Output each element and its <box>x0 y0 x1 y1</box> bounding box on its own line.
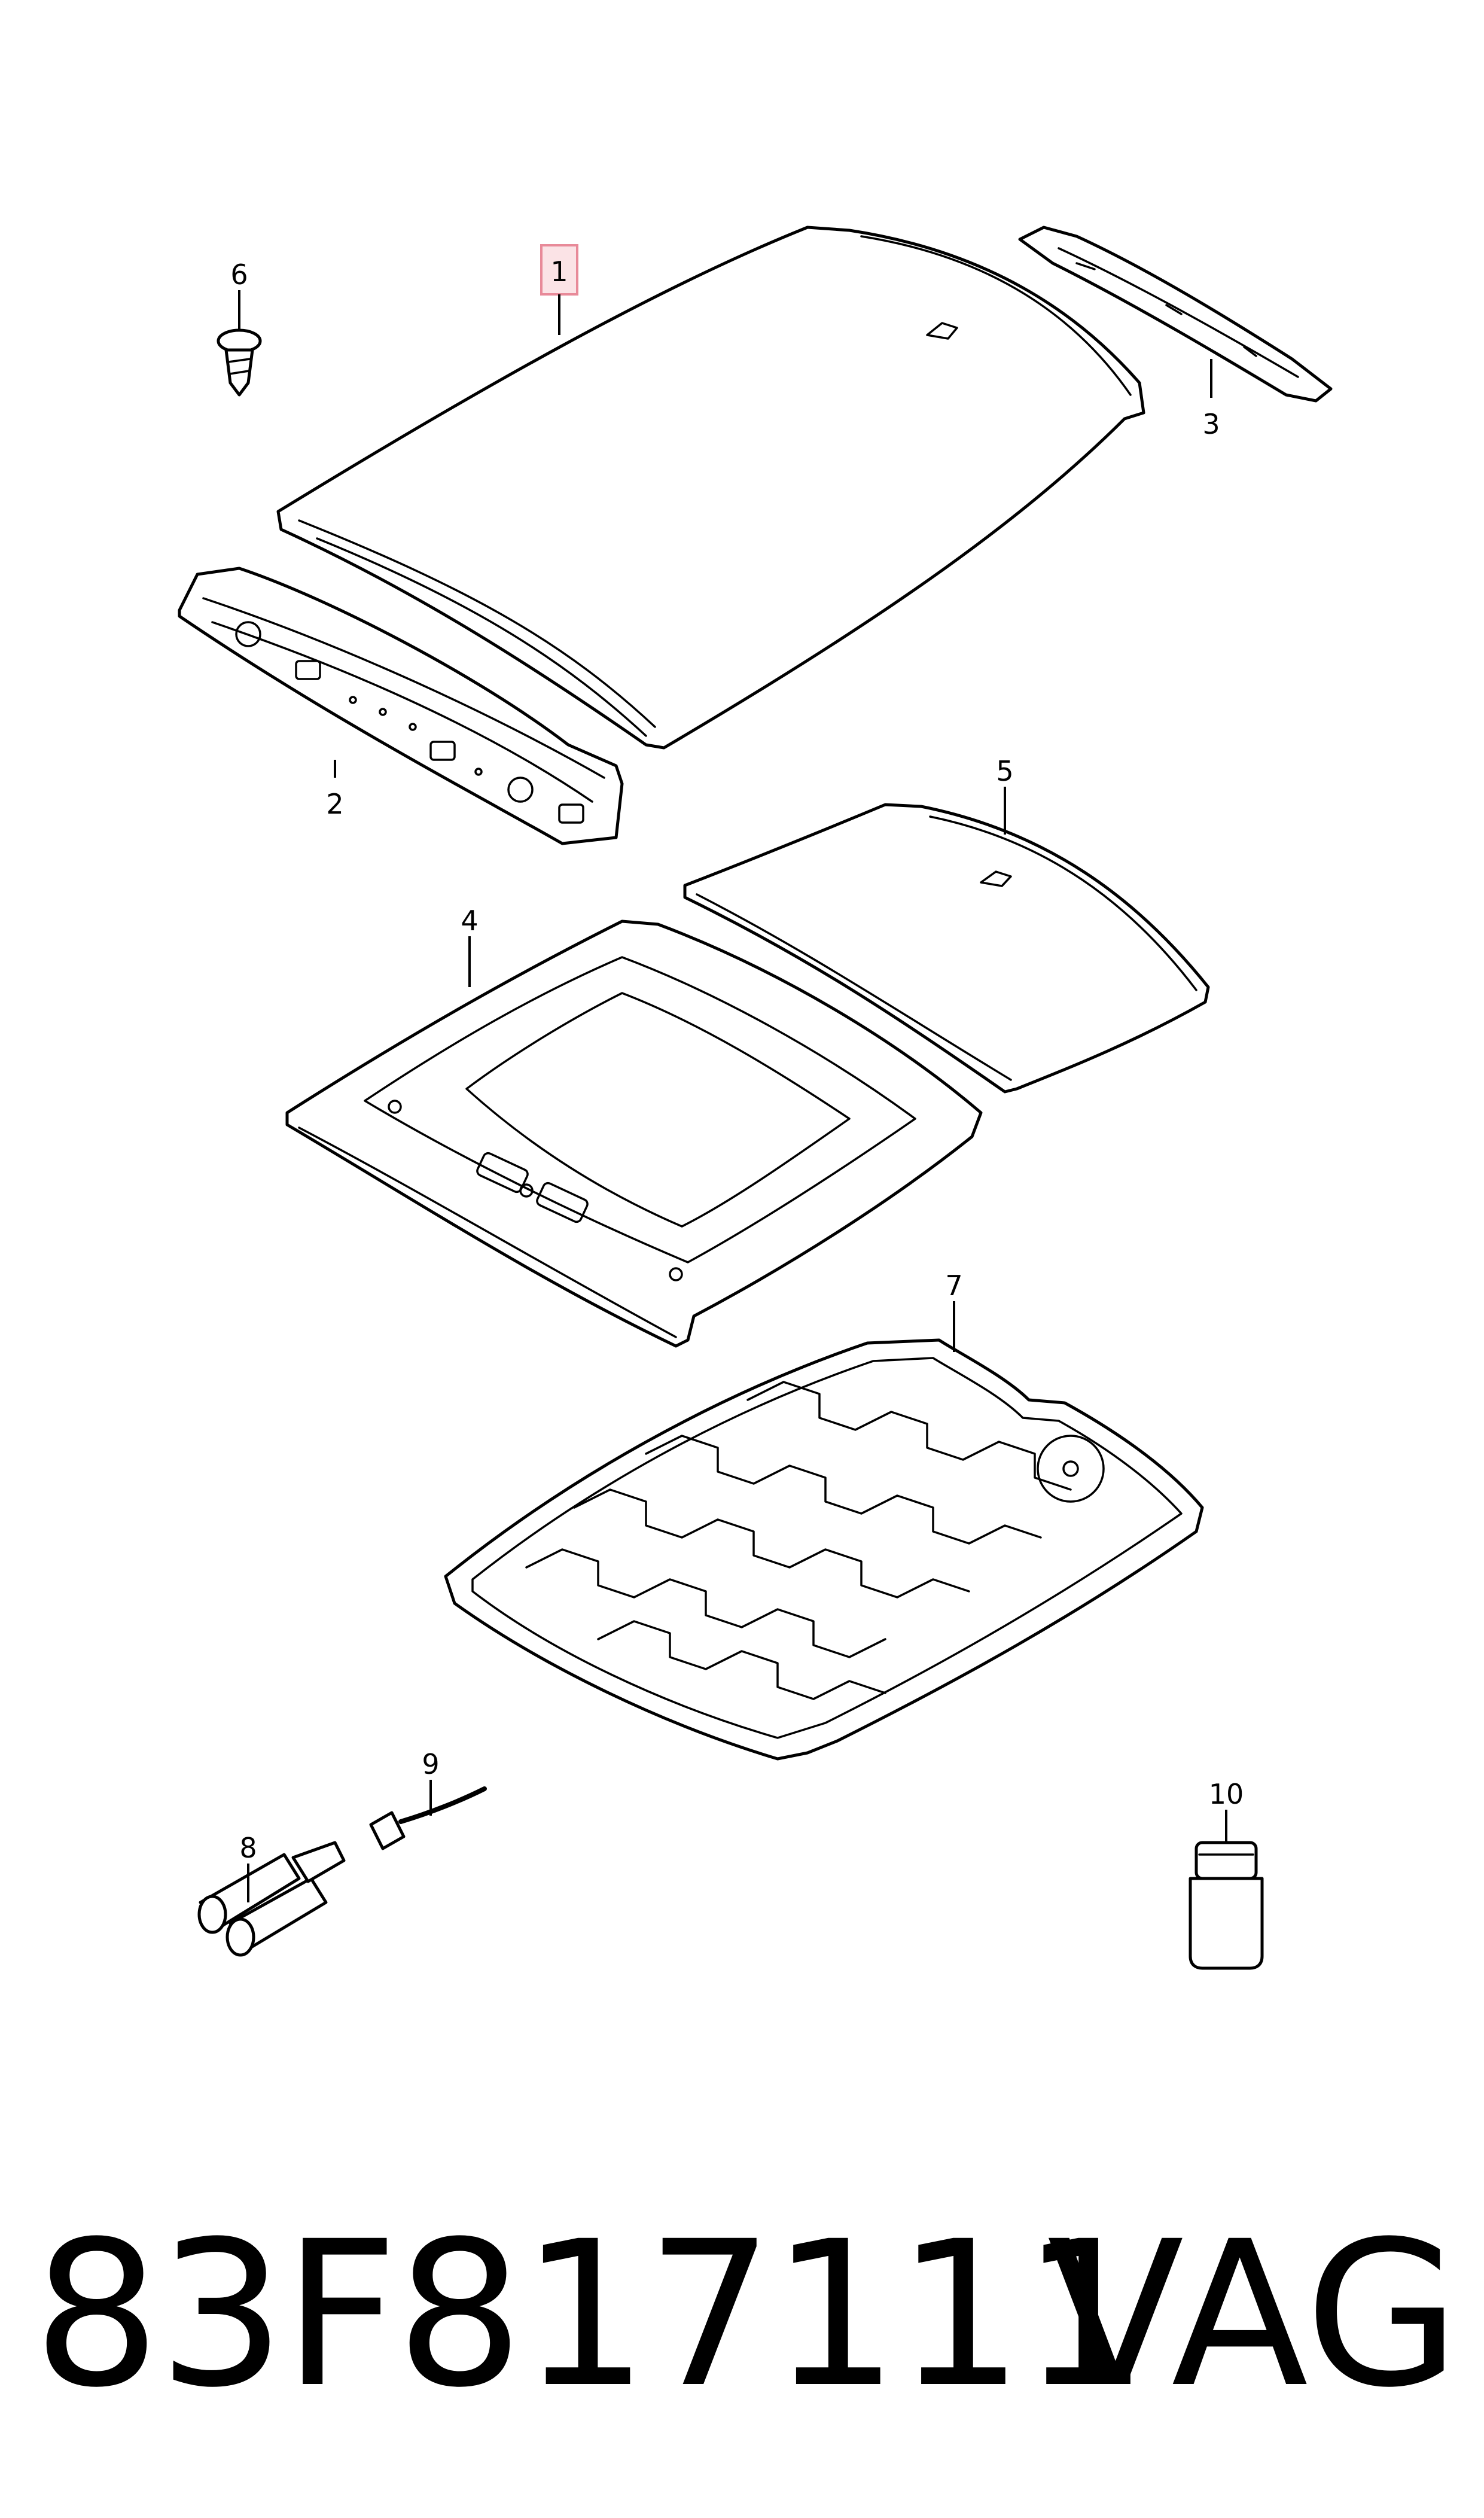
part-8-adhesive-cartridge[interactable] <box>197 1841 346 1957</box>
callout-3[interactable]: 3 <box>1202 408 1220 440</box>
part-2-front-cross-member[interactable] <box>178 567 624 845</box>
callout-6[interactable]: 6 <box>230 258 248 291</box>
part-10-bottle[interactable] <box>1189 1841 1264 1970</box>
part-number-label: 83F817111 <box>33 2199 1149 2432</box>
callout-2[interactable]: 2 <box>326 788 343 820</box>
callout-4[interactable]: 4 <box>461 905 478 937</box>
part-9-mixing-nozzle[interactable] <box>369 1786 487 1850</box>
part-4-sunroof-frame[interactable] <box>285 919 983 1348</box>
callout-1[interactable]: 1 <box>550 255 568 288</box>
part-3-rear-cross-member[interactable] <box>1018 226 1333 403</box>
callout-7[interactable]: 7 <box>945 1269 962 1302</box>
callout-9[interactable]: 9 <box>422 1748 439 1780</box>
part-7-insulation-mat[interactable] <box>444 1338 1204 1761</box>
callout-8[interactable]: 8 <box>239 1832 257 1864</box>
part-1-roof-panel[interactable] <box>276 226 1145 750</box>
part-5-sunroof-panel[interactable] <box>683 803 1210 1094</box>
callout-10[interactable]: 10 <box>1209 1778 1244 1810</box>
callout-highlight-box <box>540 244 578 296</box>
footer-caption: 83F817111 VAG <box>0 2190 1484 2441</box>
callout-5[interactable]: 5 <box>996 755 1013 787</box>
brand-label: VAG <box>1047 2199 1460 2432</box>
part-6-clip[interactable] <box>217 328 262 397</box>
